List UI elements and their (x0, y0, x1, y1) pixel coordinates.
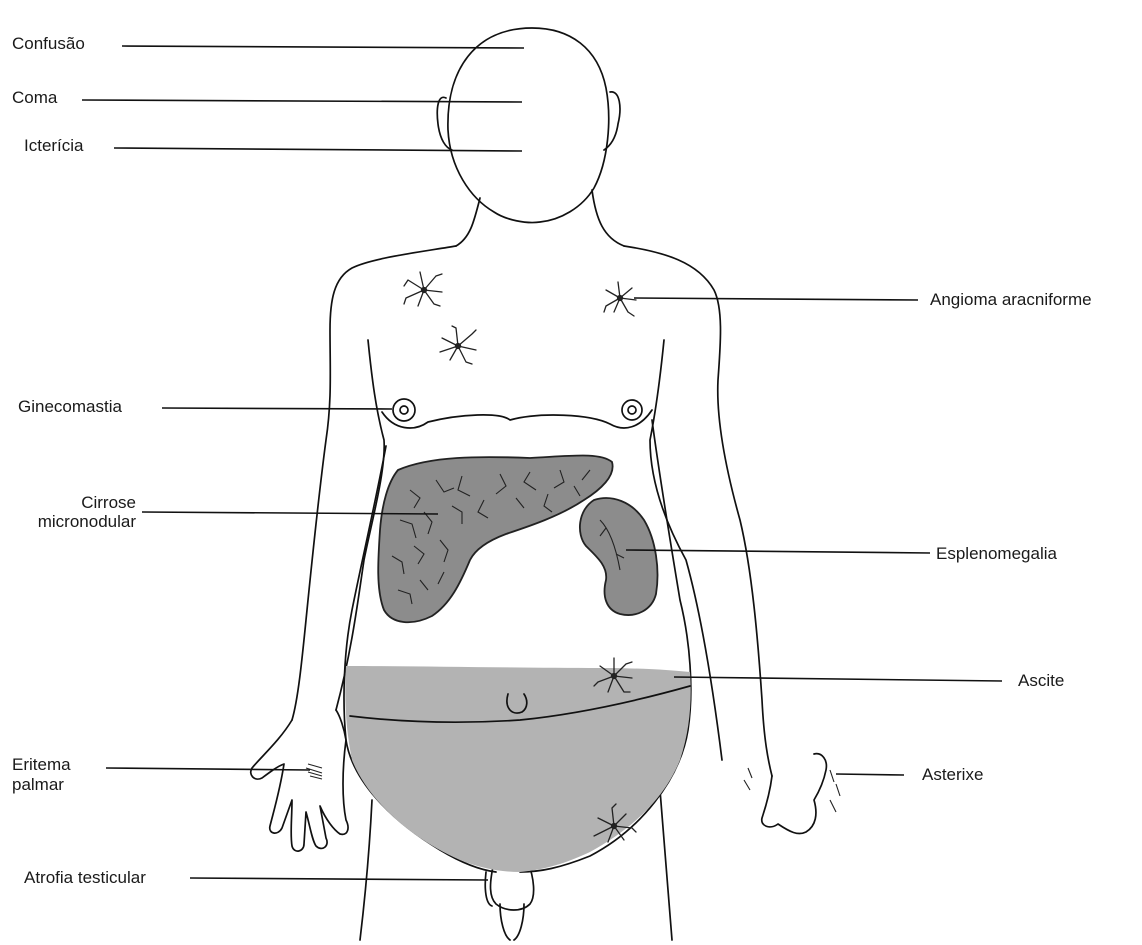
nipple-right (622, 400, 642, 420)
label-eritema-line1: Eritema (12, 755, 71, 775)
left-hand (251, 710, 348, 851)
genitals (485, 862, 533, 940)
leader-ictericia (114, 148, 522, 151)
right-ear (604, 92, 620, 150)
nipple-left (393, 399, 415, 421)
leader-asterixe (836, 774, 904, 775)
label-asterixe: Asterixe (922, 765, 983, 785)
spider-angioma-2 (440, 326, 476, 364)
label-esplenomegalia: Esplenomegalia (936, 544, 1057, 564)
liver (378, 456, 612, 623)
spleen (580, 498, 658, 615)
leader-angioma (634, 298, 918, 300)
leader-confusao (122, 46, 524, 48)
leader-ascite (674, 677, 1002, 681)
chest-contour (382, 410, 652, 428)
neck-right (592, 190, 624, 246)
label-ascite: Ascite (1018, 671, 1064, 691)
left-leg (360, 800, 372, 940)
label-angioma-aracniforme: Angioma aracniforme (930, 290, 1092, 310)
ascites-fluid (345, 666, 690, 872)
label-ginecomastia: Ginecomastia (18, 397, 122, 417)
leader-coma (82, 100, 522, 102)
spider-angioma-3 (604, 282, 636, 316)
liver-shape (378, 456, 612, 623)
leader-eritema (106, 768, 310, 770)
leader-ginecomastia (162, 408, 392, 409)
palmar-erythema-mark (306, 764, 322, 779)
spider-angioma-1 (404, 272, 442, 306)
leader-atrofia (190, 878, 488, 880)
left-arm-inner (336, 340, 384, 710)
right-leg (660, 790, 672, 940)
neck-left (456, 198, 480, 246)
spleen-shape (580, 498, 658, 615)
label-ictericia: Icterícia (24, 136, 84, 156)
label-confusao: Confusão (12, 34, 85, 54)
label-coma: Coma (12, 88, 57, 108)
label-eritema-line2: palmar (12, 775, 64, 795)
label-cirrose-line2: micronodular (12, 512, 136, 532)
head (448, 28, 609, 223)
right-hand (762, 754, 827, 834)
label-cirrose-line1: Cirrose (12, 493, 136, 513)
label-atrofia-testicular: Atrofia testicular (24, 868, 146, 888)
